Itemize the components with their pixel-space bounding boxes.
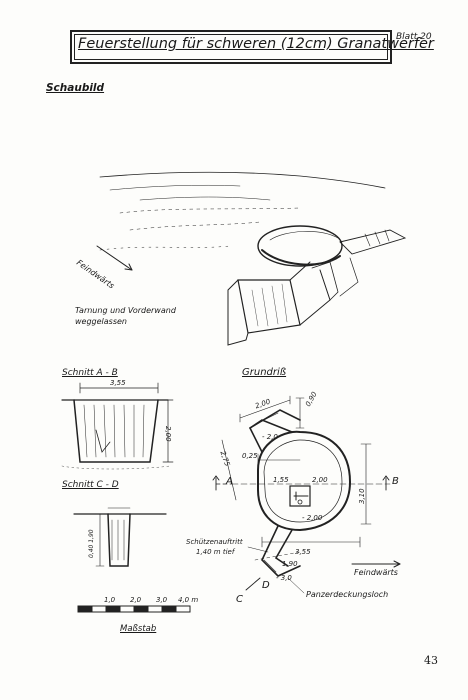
sheet-number: Blatt 20 [396, 32, 432, 42]
scale-tick-3: 3,0 [156, 596, 168, 604]
section-cd-depth: 0,40 1,90 [88, 529, 95, 558]
plan-dim-trench-left: 0,25 [242, 452, 258, 460]
plan-shelter-label: Panzerdeckungsloch [306, 590, 389, 599]
perspective-caption-line2: weggelassen [75, 317, 127, 326]
plan-dim-lower-width: 3,55 [295, 548, 311, 556]
plan-step-label-line2: 1,40 m tief [196, 548, 235, 556]
plan-marker-d: D [262, 580, 270, 591]
plan-direction-label: Feindwärts [354, 568, 398, 577]
plan-dim-pit-right: 2,00 [312, 476, 328, 484]
section-cd-label: Schnitt C - D [62, 480, 119, 490]
plan-elevation-center: - 2,00 [302, 514, 323, 522]
plan-drawing [212, 395, 401, 594]
scale-tick-2: 2,0 [130, 596, 142, 604]
plan-marker-c: C [236, 594, 243, 605]
plan-elevation-lower: - 3,0 [276, 574, 292, 582]
section-ab-label: Schnitt A - B [62, 368, 118, 378]
scale-tick-4: 4,0 m [178, 596, 199, 604]
plan-dim-pit-left: 1,55 [273, 476, 289, 484]
scale-tick-1: 1,0 [104, 596, 116, 604]
section-ab-drawing [61, 382, 174, 470]
perspective-caption-line1: Tarnung und Vorderwand [75, 306, 176, 315]
plan-elevation-upper: - 2,0 [262, 433, 278, 441]
section-ab-width: 3,55 [110, 379, 126, 387]
plan-marker-b: B [392, 476, 399, 487]
page-title: Feuerstellung für schweren (12cm) Granat… [78, 36, 434, 52]
plan-step-label-line1: Schützenauftritt [186, 538, 243, 546]
perspective-heading: Schaubild [46, 82, 105, 94]
plan-elevation-small: 1,90 [282, 560, 298, 568]
title-frame [70, 30, 392, 64]
plan-dim-pit-height: 3,10 [358, 488, 366, 504]
scale-bar [77, 605, 191, 613]
scale-label: Maßstab [120, 624, 157, 634]
plan-marker-a: A [226, 476, 233, 487]
page-number: 43 [424, 654, 438, 667]
section-cd-drawing [73, 507, 167, 567]
plan-label: Grundriß [242, 367, 287, 378]
section-ab-depth: 2,00 [164, 426, 172, 442]
perspective-sketch [96, 171, 407, 346]
